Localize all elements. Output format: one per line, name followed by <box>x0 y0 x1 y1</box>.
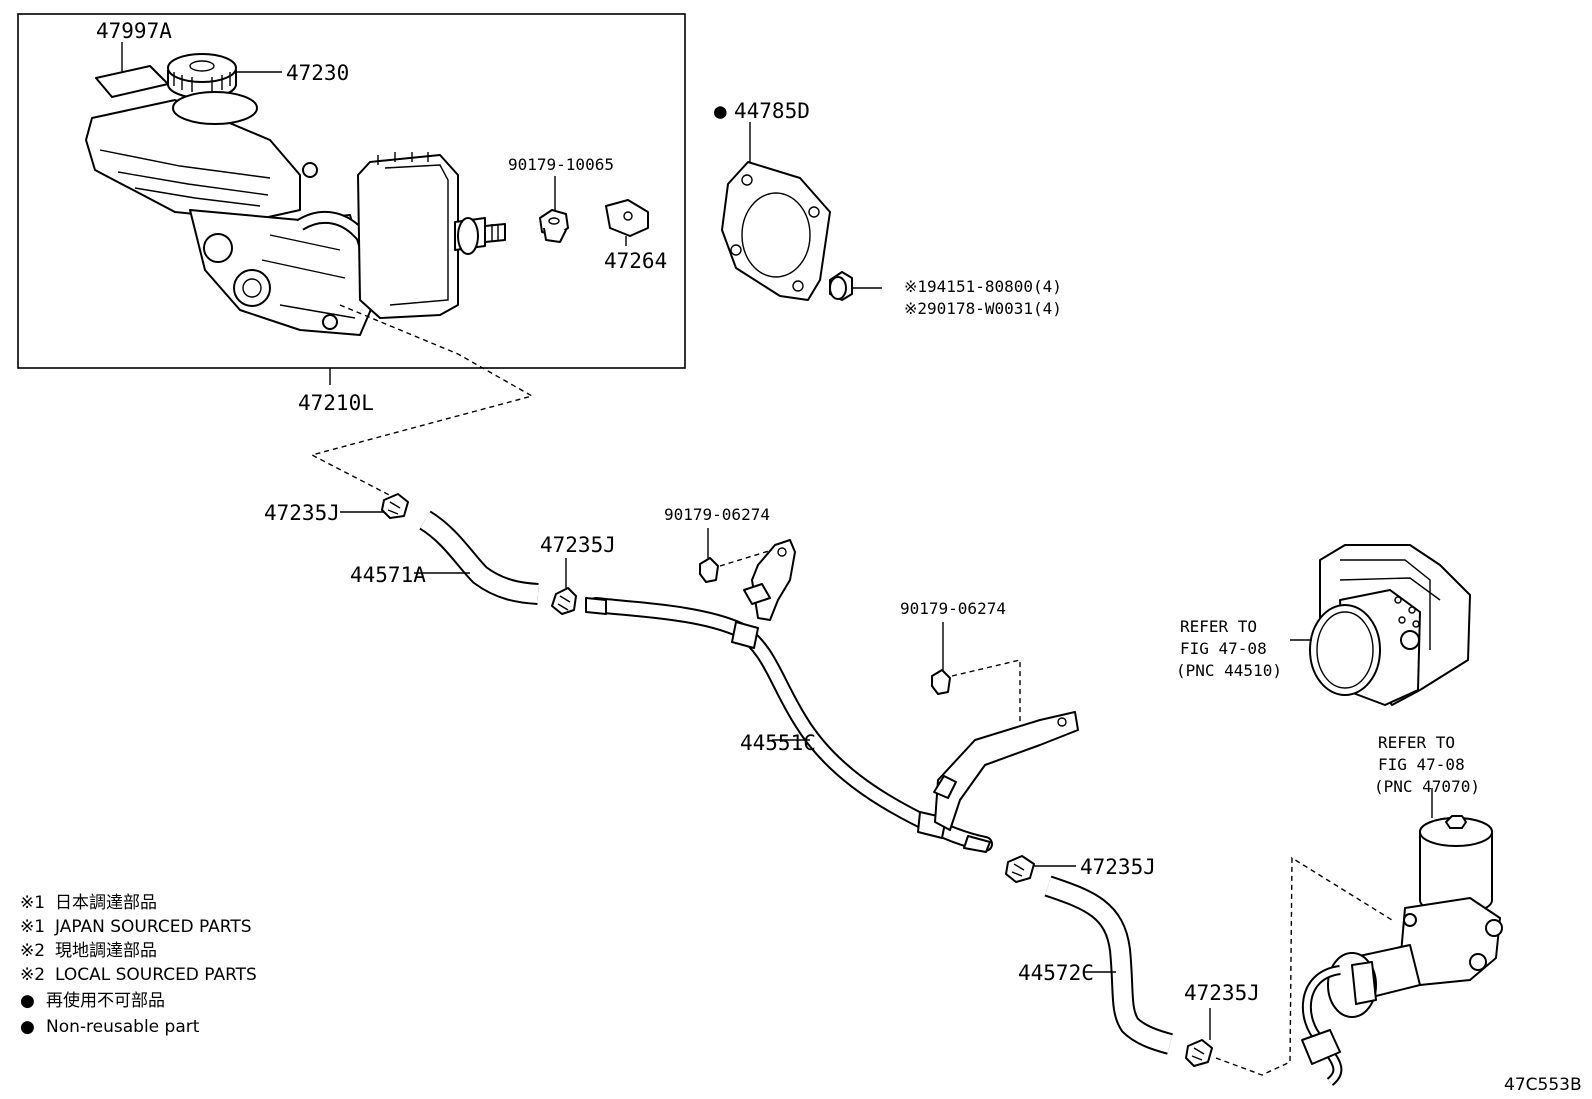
pump-motor <box>1301 815 1503 1086</box>
label-plug-2: ※290178-W0031(4) <box>904 299 1062 318</box>
label-clamp-1: 47235J <box>264 501 340 525</box>
legend-mark-4: ● <box>20 991 35 1011</box>
legend-text-1: JAPAN SOURCED PARTS <box>54 917 252 937</box>
legend-text-2: 現地調達部品 <box>55 941 157 961</box>
label-47210L: 47210L <box>298 391 374 415</box>
bracket-upper <box>605 199 649 237</box>
label-44785D: 44785D <box>734 99 810 123</box>
refer-2-line3: (PNC 47070) <box>1374 777 1480 796</box>
refer-1-line3: (PNC 44510) <box>1176 661 1282 680</box>
master-cylinder-assembly <box>85 53 506 336</box>
flange-nut-upper <box>539 209 569 243</box>
gasket-44785D <box>721 161 831 301</box>
refer-1-line2: FIG 47-08 <box>1180 639 1267 658</box>
label-47264: 47264 <box>604 249 667 273</box>
tube-bracket-lower <box>933 711 1079 831</box>
legend: ※1 日本調達部品 ※1 JAPAN SOURCED PARTS ※2 現地調達… <box>20 893 257 1037</box>
dashed-route-clamp <box>310 304 534 499</box>
reservoir-cap <box>167 53 237 99</box>
legend-mark-2: ※2 <box>20 941 45 961</box>
legend-text-4: 再使用不可部品 <box>46 990 165 1011</box>
label-clamp-3: 47235J <box>1080 855 1156 879</box>
dashed-nut-right <box>951 659 1021 722</box>
figure-code: 47C553B <box>1504 1075 1582 1095</box>
label-nut-mid: 90179-06274 <box>664 505 770 524</box>
label-90179-10065: 90179-10065 <box>508 155 614 174</box>
hose-44571A <box>418 510 539 605</box>
legend-mark-0: ※1 <box>20 893 45 913</box>
label-nut-right: 90179-06274 <box>900 599 1006 618</box>
legend-mark-5: ● <box>20 1017 35 1037</box>
legend-text-3: LOCAL SOURCED PARTS <box>55 965 257 985</box>
clamp-4 <box>1185 1039 1213 1067</box>
tube-44551C <box>585 597 993 853</box>
legend-mark-1: ※1 <box>20 917 45 937</box>
legend-mark-3: ※2 <box>20 965 45 985</box>
label-47997A: 47997A <box>96 19 172 43</box>
dashed-nut-mid <box>719 549 773 567</box>
plug <box>829 271 853 301</box>
clamp-3 <box>1005 855 1035 883</box>
refer-1-line1: REFER TO <box>1180 617 1257 636</box>
refer-2-line1: REFER TO <box>1378 733 1455 752</box>
legend-text-0: 日本調達部品 <box>55 893 157 913</box>
refer-2-line2: FIG 47-08 <box>1378 755 1465 774</box>
label-clamp-2: 47235J <box>540 533 616 557</box>
nut-mid <box>699 557 719 583</box>
gasket-bullet: ● <box>714 99 727 123</box>
legend-text-5: Non-reusable part <box>46 1017 200 1037</box>
booster-housing <box>357 154 459 319</box>
hose-44572C <box>1044 875 1173 1055</box>
label-44571A: 44571A <box>350 563 426 587</box>
label-44572C: 44572C <box>1018 961 1094 985</box>
label-44551C: 44551C <box>740 731 816 755</box>
tube-bracket-upper <box>743 539 796 621</box>
label-sticker <box>95 65 169 98</box>
label-plug-1: ※194151-80800(4) <box>904 277 1062 296</box>
nut-right <box>931 669 951 695</box>
label-47230: 47230 <box>286 61 349 85</box>
clamp-2 <box>551 587 577 615</box>
clamp-1 <box>381 493 409 519</box>
abs-actuator <box>1309 544 1471 706</box>
label-clamp-4: 47235J <box>1184 981 1260 1005</box>
assembly-frame <box>17 13 686 369</box>
